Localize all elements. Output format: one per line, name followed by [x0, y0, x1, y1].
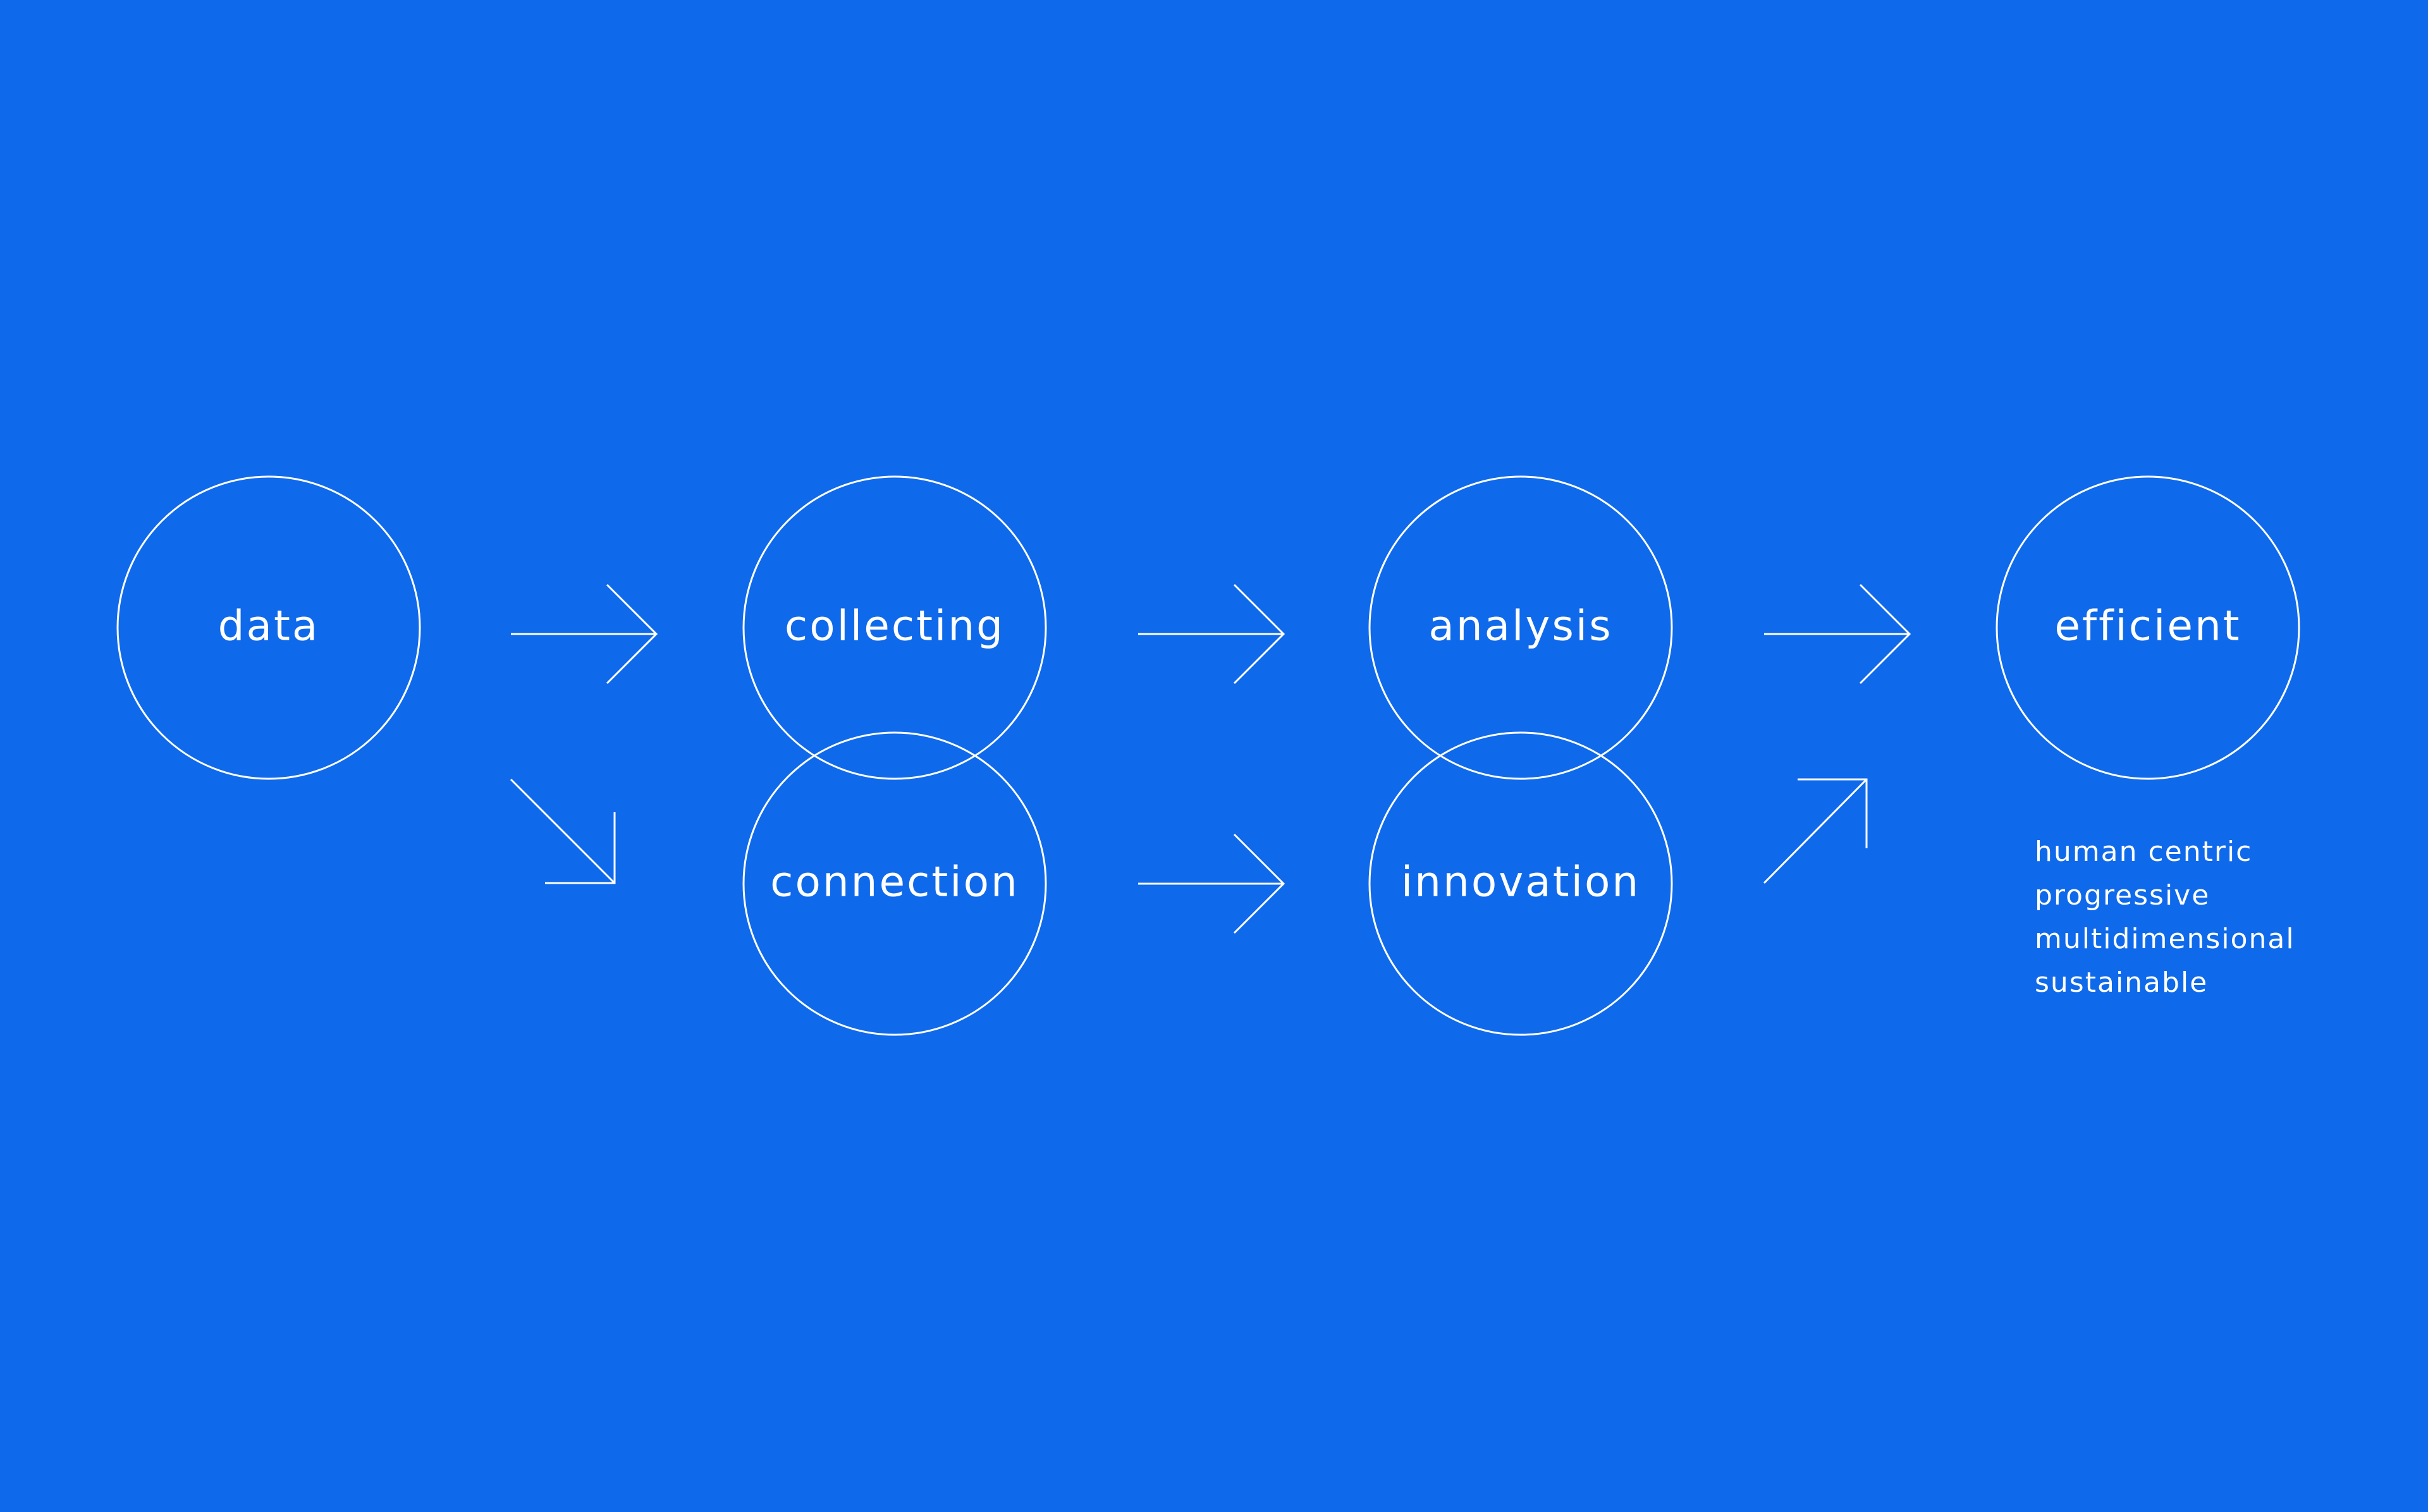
edge-data-collecting-arrow [511, 583, 658, 685]
node-efficient-label: efficient [2054, 602, 2241, 650]
node-analysis-label: analysis [1428, 602, 1612, 650]
node-collecting-circle [742, 475, 1047, 780]
node-innovation-label: innovation [1401, 858, 1640, 906]
node-collecting-label: collecting [785, 602, 1005, 650]
node-efficient-circle [1996, 475, 2300, 780]
node-connection-label: connection [770, 858, 1019, 906]
edge-collecting-analysis-arrow [1138, 583, 1285, 685]
node-data-label: data [218, 602, 320, 650]
attribute-multidimensional: multidimensional [2035, 923, 2295, 955]
attribute-progressive: progressive [2035, 879, 2210, 911]
edge-data-connection-arrow [510, 778, 616, 884]
attribute-sustainable: sustainable [2035, 966, 2208, 999]
node-innovation-circle [1368, 731, 1673, 1036]
edge-innovation-efficient-arrow [1763, 778, 1868, 884]
attribute-human-centric: human centric [2035, 836, 2252, 868]
edge-analysis-efficient-arrow [1764, 583, 1911, 685]
edge-connection-innovation-arrow [1138, 833, 1285, 934]
node-connection-circle [742, 731, 1047, 1036]
node-data-circle [116, 475, 421, 780]
node-analysis-circle [1368, 475, 1673, 780]
